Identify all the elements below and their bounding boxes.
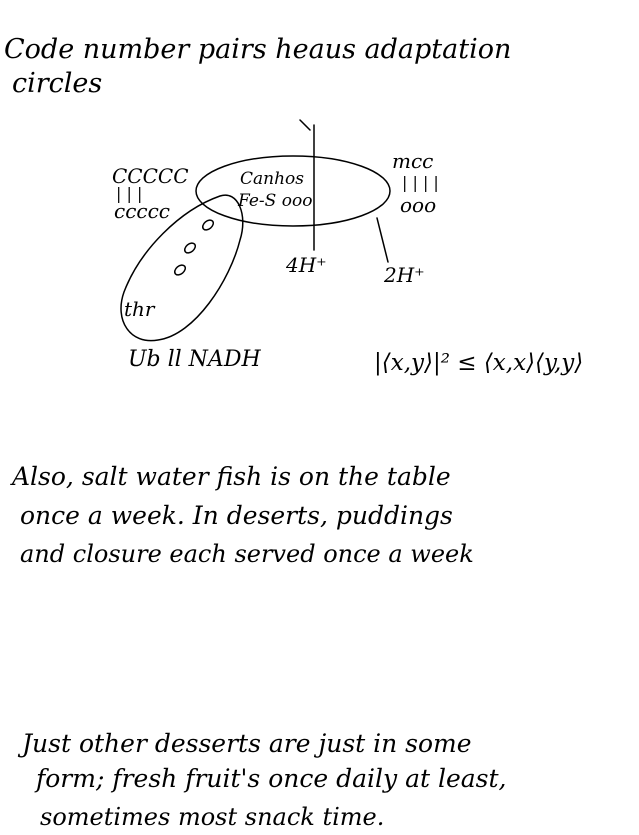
paragraph-1-line-1: Also, salt water fish is on the table	[10, 462, 451, 491]
right-bot-label: ooo	[400, 193, 436, 217]
right-stroke	[376, 217, 389, 263]
proton-label-left: 4H⁺	[285, 253, 327, 277]
paragraph-2-line-3: sometimes most snack time.	[40, 803, 384, 831]
right-top-label: mcc	[392, 149, 433, 173]
paragraph-1-line-3: and closure each served once a week	[20, 540, 474, 568]
inner-top-label: Canhos	[240, 169, 304, 189]
paragraph-2-line-2: form; fresh fruit's once daily at least,	[34, 764, 506, 793]
header-line-2: circles	[12, 68, 102, 99]
vertical-line	[299, 119, 315, 251]
paragraph-2-line-1: Just other desserts are just in some	[17, 729, 472, 758]
tail-label: thr	[124, 297, 156, 321]
right-mid-label: | | | |	[402, 173, 439, 192]
proton-label-right: 2H⁺	[383, 263, 425, 287]
membrane-complex-ellipse	[195, 155, 391, 227]
tail-ovals	[173, 219, 215, 276]
paragraph-1-line-2: once a week. In deserts, puddings	[20, 501, 453, 530]
header-line-1: Code number pairs heaus adaptation	[4, 34, 511, 65]
left-top-label: CCCCC	[112, 164, 189, 188]
inner-mid-label: Fe-S ooo	[237, 191, 312, 211]
inequality: |⟨x,y⟩|² ≤ ⟨x,x⟩⟨y,y⟩	[374, 350, 583, 376]
tail-ellipse	[120, 194, 244, 342]
nadh-label: Ub ll NADH	[128, 347, 261, 372]
left-mid-label: | | |	[116, 184, 142, 203]
left-bot-label: ccccc	[114, 199, 170, 223]
